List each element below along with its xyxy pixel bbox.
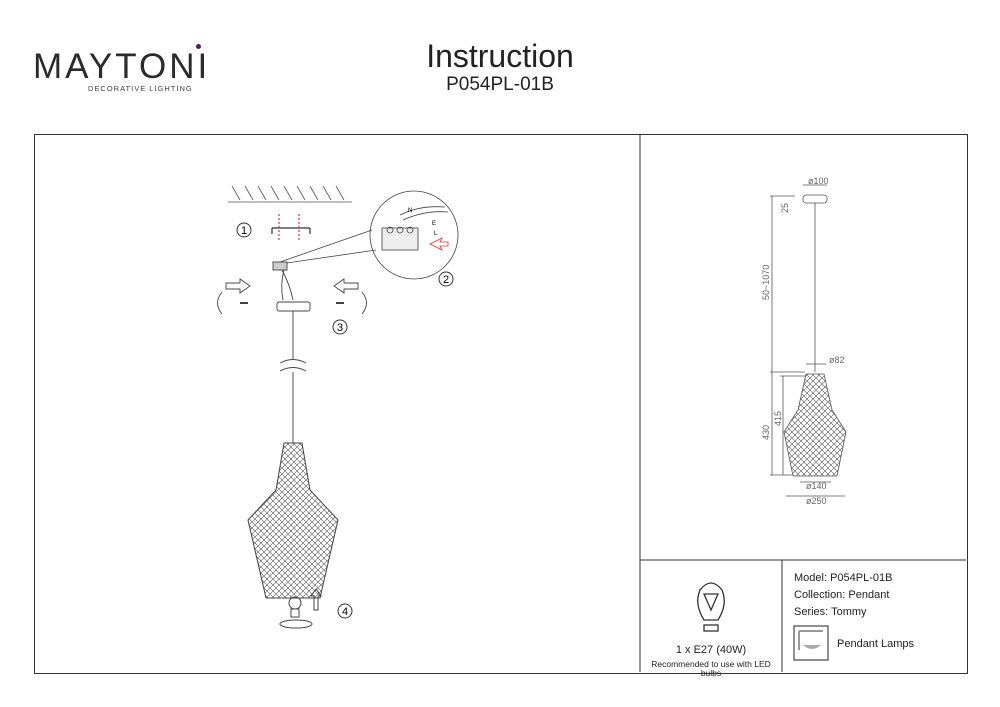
dim-cord-length: 50~1070 xyxy=(761,265,771,300)
dim-shade-bottom: ø140 xyxy=(806,481,827,491)
arrow-right-icon xyxy=(225,278,251,294)
logo-dot xyxy=(196,44,201,49)
lamp-shade xyxy=(247,442,339,599)
bulb-note: Recommended to use with LED bulbs xyxy=(651,659,771,679)
bulb-spec: 1 x E27 (40W) xyxy=(675,644,747,656)
spec-collection: Collection: Pendant xyxy=(794,589,890,601)
wire-label-e: E xyxy=(432,221,436,227)
light-bulb-icon xyxy=(697,582,725,632)
wire-label-n: N xyxy=(408,208,412,214)
step-4: 4 xyxy=(342,606,348,618)
model-code: P054PL-01B xyxy=(446,74,554,95)
spec-series: Series: Tommy xyxy=(794,606,867,618)
dim-canopy-diameter: ø100 xyxy=(808,176,829,186)
pendant-lamp-type-icon xyxy=(793,625,829,661)
step-1: 1 xyxy=(241,225,247,237)
drawing-frame xyxy=(34,134,968,674)
spec-type: Pendant Lamps xyxy=(837,638,915,650)
step-markers xyxy=(236,222,454,619)
logo-tagline: DECORATIVE LIGHTING xyxy=(88,84,193,93)
dim-shade-height: 415 xyxy=(773,411,783,426)
arrow-up-icon xyxy=(310,588,322,611)
dim-total-height: 430 xyxy=(761,425,771,440)
dimension-drawing xyxy=(770,184,847,497)
spec-model: Model: P054PL-01B xyxy=(794,572,893,584)
bulb-install-icon xyxy=(279,588,322,629)
rotate-icon xyxy=(217,291,223,315)
wire-label-l: L xyxy=(434,231,438,237)
maytoni-logo: MAYTONI xyxy=(33,47,211,86)
terminal-block-zoom xyxy=(279,190,459,280)
arrow-left-icon xyxy=(333,278,359,294)
canopy-assembly xyxy=(217,261,367,443)
step-2: 2 xyxy=(443,274,449,286)
page-title: Instruction xyxy=(426,38,574,74)
dim-shade-top: ø82 xyxy=(829,355,845,365)
ceiling-icon xyxy=(228,185,352,203)
step-3: 3 xyxy=(337,322,343,334)
dim-shade-max: ø250 xyxy=(806,496,827,506)
mounting-bracket-icon xyxy=(271,214,311,240)
dim-canopy-height: 25 xyxy=(780,203,790,213)
